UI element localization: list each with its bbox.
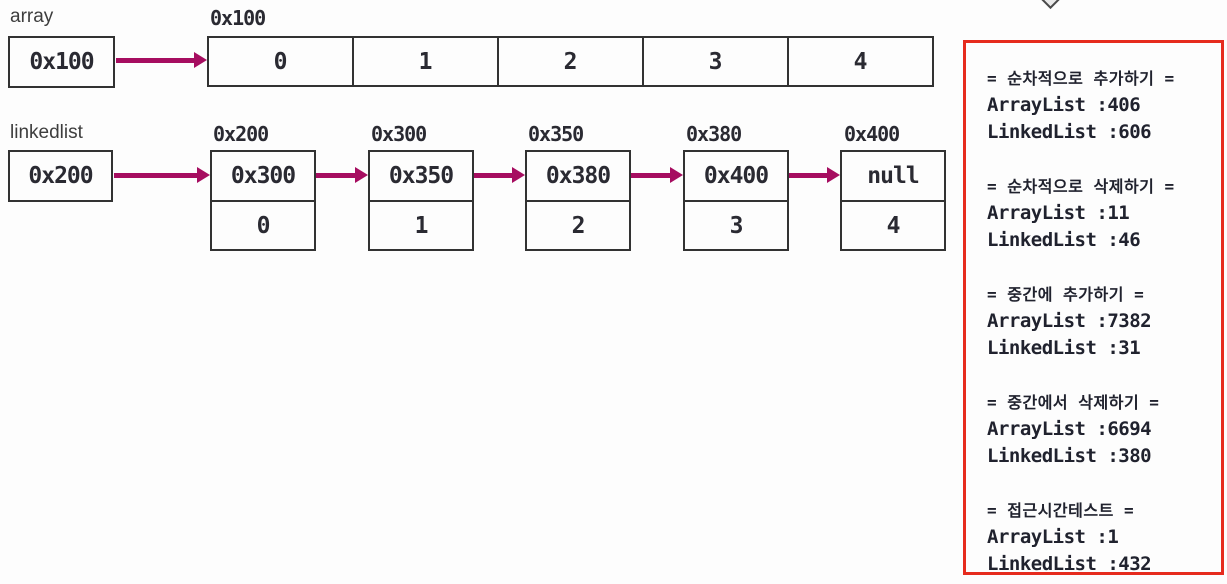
linkedlist-pointer-value: 0x200 (28, 163, 93, 189)
array-cell: 2 (497, 36, 644, 87)
result-line: LinkedList :432 (987, 553, 1152, 575)
array-address-label: 0x100 (210, 6, 266, 30)
node-link-arrow (474, 167, 525, 183)
node-address-label: 0x400 (844, 122, 900, 146)
result-group-access-time: = 접근시간테스트 = ArrayList :1 LinkedList :432 (987, 497, 1221, 578)
node-value-cell: 0 (210, 200, 316, 251)
linkedlist-node: 0x380 2 (525, 150, 631, 251)
node-address-label: 0x200 (213, 122, 269, 146)
linkedlist-node: 0x300 0 (210, 150, 316, 251)
node-link-arrow (631, 167, 683, 183)
result-line: LinkedList :606 (987, 121, 1152, 143)
array-cell: 1 (352, 36, 499, 87)
linkedlist-section-label: linkedlist (10, 122, 83, 143)
array-pointer-arrow (116, 52, 207, 68)
node-address-label: 0x300 (371, 122, 427, 146)
result-group-sequential-add: = 순차적으로 추가하기 = ArrayList :406 LinkedList… (987, 65, 1221, 146)
node-next-cell: 0x300 (210, 150, 316, 202)
array-cells-row: 0 1 2 3 4 (207, 36, 934, 87)
array-cell: 4 (787, 36, 934, 87)
pointer-to-node-arrow (114, 167, 210, 183)
array-cell: 0 (207, 36, 354, 87)
mouse-cursor-icon (1039, 0, 1062, 10)
result-line: ArrayList :6694 (987, 418, 1152, 440)
linkedlist-node: 0x350 1 (368, 150, 474, 251)
result-line: ArrayList :1 (987, 526, 1119, 548)
node-next-cell: 0x350 (368, 150, 474, 202)
result-line: ArrayList :11 (987, 202, 1130, 224)
node-link-arrow (316, 167, 368, 183)
result-header: = 중간에 추가하기 = (987, 285, 1145, 304)
node-value-cell: 3 (683, 200, 789, 251)
array-section-label: array (10, 6, 54, 27)
node-next-cell: null (840, 150, 946, 202)
node-next-cell: 0x400 (683, 150, 789, 202)
node-value-cell: 4 (840, 200, 946, 251)
result-group-sequential-delete: = 순차적으로 삭제하기 = ArrayList :11 LinkedList … (987, 173, 1221, 254)
result-group-middle-add: = 중간에 추가하기 = ArrayList :7382 LinkedList … (987, 281, 1221, 362)
node-address-label: 0x350 (528, 122, 584, 146)
array-pointer-box: 0x100 (8, 36, 115, 88)
array-cell: 3 (642, 36, 789, 87)
result-group-middle-delete: = 중간에서 삭제하기 = ArrayList :6694 LinkedList… (987, 389, 1221, 470)
result-header: = 중간에서 삭제하기 = (987, 393, 1160, 412)
node-value-cell: 2 (525, 200, 631, 251)
node-address-label: 0x380 (686, 122, 742, 146)
result-line: LinkedList :31 (987, 337, 1141, 359)
result-line: ArrayList :7382 (987, 310, 1152, 332)
benchmark-results-panel: = 순차적으로 추가하기 = ArrayList :406 LinkedList… (963, 40, 1224, 575)
node-value-cell: 1 (368, 200, 474, 251)
node-link-arrow (789, 167, 840, 183)
result-line: ArrayList :406 (987, 94, 1141, 116)
result-header: = 접근시간테스트 = (987, 501, 1135, 520)
linkedlist-pointer-box: 0x200 (8, 150, 113, 202)
result-header: = 순차적으로 삭제하기 = (987, 177, 1175, 196)
result-header: = 순차적으로 추가하기 = (987, 69, 1175, 88)
result-line: LinkedList :46 (987, 229, 1141, 251)
array-pointer-value: 0x100 (29, 49, 94, 75)
linkedlist-node: null 4 (840, 150, 946, 251)
result-line: LinkedList :380 (987, 445, 1152, 467)
node-next-cell: 0x380 (525, 150, 631, 202)
linkedlist-node: 0x400 3 (683, 150, 789, 251)
